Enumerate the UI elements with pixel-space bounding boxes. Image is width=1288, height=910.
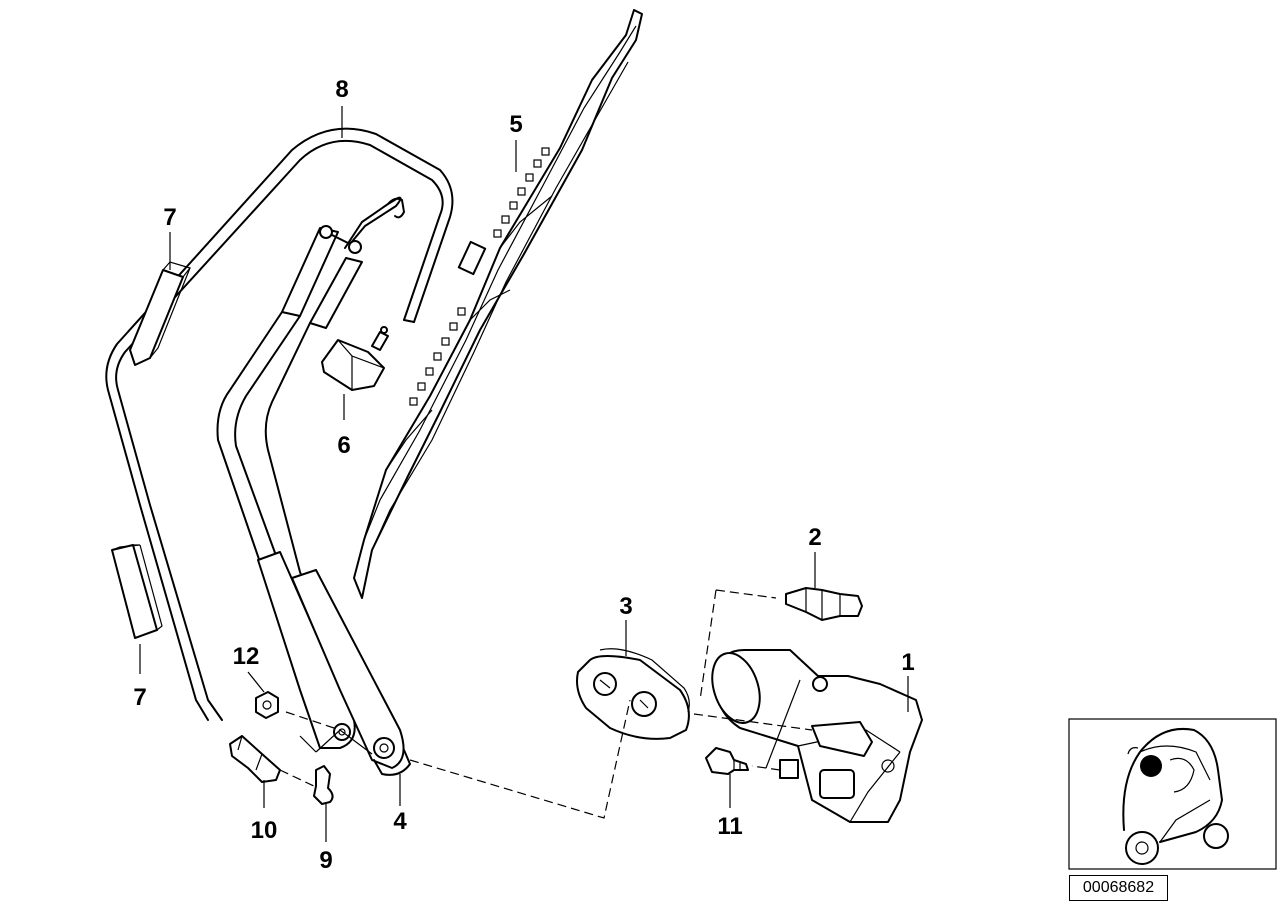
callout-part-4: 4 [393, 808, 407, 835]
bolt [229, 735, 281, 783]
callout-part-5: 5 [509, 111, 523, 138]
wiper-arm [216, 196, 411, 776]
wiper-motor [711, 649, 923, 823]
callout-part-9: 9 [319, 847, 333, 874]
callout-part-2: 2 [808, 524, 822, 551]
nut [255, 691, 279, 719]
washer-hose [105, 127, 454, 721]
diagram-reference-number: 00068682 [1069, 875, 1168, 901]
washer-nozzle [321, 326, 389, 391]
stud-bolt [785, 587, 863, 621]
callout-part-8: 8 [335, 76, 349, 103]
callout-part-6: 6 [337, 432, 351, 459]
wiper-blade [353, 9, 643, 599]
screw [705, 747, 749, 775]
callout-part-11: 11 [717, 813, 743, 840]
cover-strip-upper [129, 261, 192, 366]
vehicle-inset [1068, 718, 1277, 870]
cover-strip-lower [111, 544, 163, 639]
gasket [576, 648, 690, 740]
callout-part-12: 12 [232, 643, 260, 670]
callout-part-7-lower: 7 [133, 684, 147, 711]
cap [313, 765, 334, 805]
callout-part-7-upper: 7 [163, 204, 177, 231]
callout-part-10: 10 [250, 817, 278, 844]
callout-part-3: 3 [619, 593, 633, 620]
blade-clip-row [409, 147, 550, 406]
callout-part-1: 1 [901, 649, 915, 676]
assembly-lines [279, 589, 813, 819]
leader-lines [139, 106, 909, 842]
